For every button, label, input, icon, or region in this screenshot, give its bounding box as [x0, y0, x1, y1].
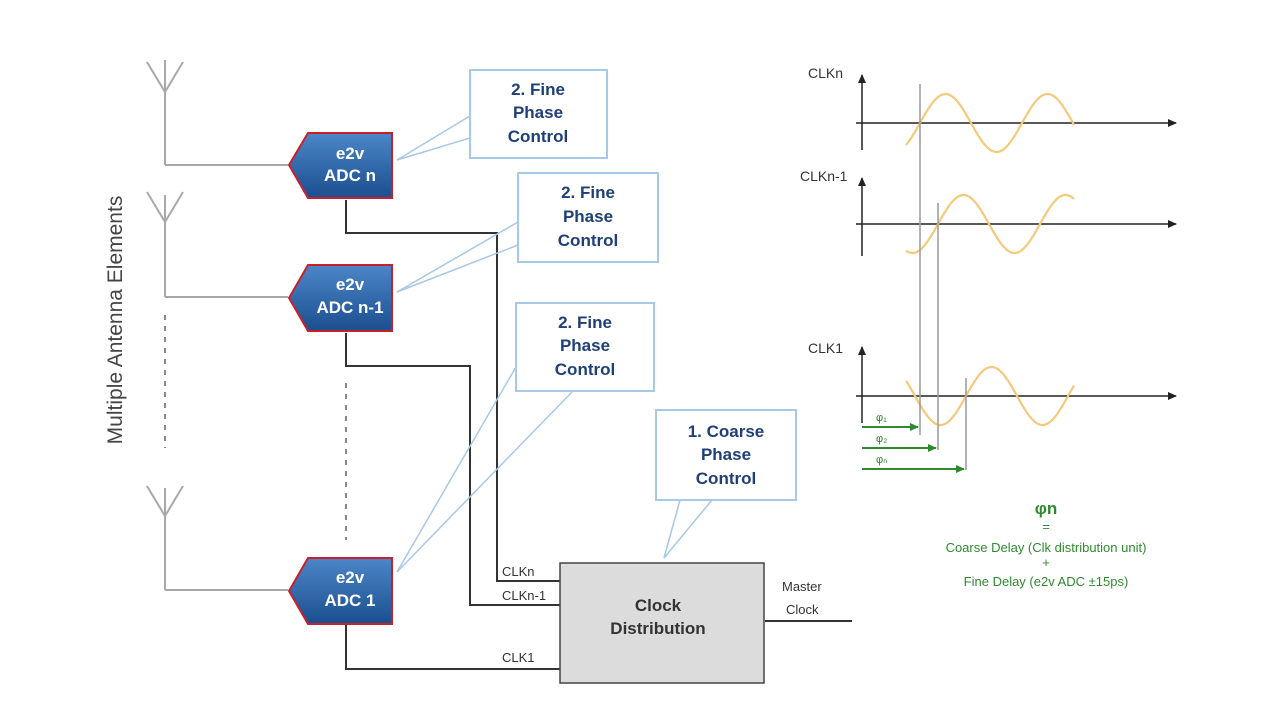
phase-formula: φn = Coarse Delay (Clk distribution unit…	[946, 499, 1147, 589]
svg-text:Distribution: Distribution	[610, 619, 705, 638]
clock-distribution-box: Clock Distribution	[559, 562, 765, 684]
adc-1: e2v ADC 1	[287, 557, 393, 625]
master-clock-label: Master	[782, 579, 822, 594]
svg-text:Control: Control	[555, 360, 615, 379]
sine-waves	[905, 92, 1075, 427]
svg-text:Fine Delay (e2v ADC ±15ps): Fine Delay (e2v ADC ±15ps)	[964, 574, 1129, 589]
phase-delay-arrows	[862, 423, 965, 473]
side-label: Multiple Antenna Elements	[104, 196, 127, 445]
svg-text:Control: Control	[508, 127, 568, 146]
fine-phase-callout: 2. Fine Phase Control	[469, 69, 608, 159]
clk-line-label: CLK1	[502, 650, 535, 665]
phi-label: φ₂	[876, 433, 887, 445]
svg-text:e2v: e2v	[336, 144, 365, 163]
phi-label: φₙ	[876, 454, 888, 466]
waveform-label-clk1: CLK1	[808, 340, 843, 356]
clk-line-label: CLKn-1	[502, 588, 546, 603]
phase-markers	[919, 84, 967, 470]
adc-n: e2v ADC n	[287, 132, 393, 199]
svg-text:Phase: Phase	[560, 336, 610, 355]
svg-text:Phase: Phase	[513, 103, 563, 122]
waveform-axes	[856, 74, 1177, 423]
svg-text:ADC n: ADC n	[324, 166, 376, 185]
adc-n-1: e2v ADC n-1	[287, 264, 393, 332]
antenna-icon	[146, 191, 288, 298]
clock-wires	[345, 200, 852, 670]
svg-text:2. Fine: 2. Fine	[511, 80, 565, 99]
svg-text:=: =	[1042, 519, 1050, 534]
svg-text:Phase: Phase	[563, 207, 613, 226]
antenna-icon	[146, 485, 288, 591]
svg-text:+: +	[1042, 555, 1050, 570]
svg-text:Clock: Clock	[635, 596, 682, 615]
phi-label: φ₁	[876, 412, 887, 424]
svg-text:e2v: e2v	[336, 568, 365, 587]
svg-text:1. Coarse: 1. Coarse	[688, 422, 765, 441]
svg-text:Control: Control	[696, 469, 756, 488]
svg-text:2. Fine: 2. Fine	[558, 313, 612, 332]
clk-line-label: CLKn	[502, 564, 535, 579]
svg-text:ADC n-1: ADC n-1	[316, 298, 383, 317]
master-clock-label: Clock	[786, 602, 819, 617]
svg-text:2. Fine: 2. Fine	[561, 183, 615, 202]
coarse-phase-callout: 1. Coarse Phase Control	[655, 409, 797, 501]
waveform-label-clkn: CLKn	[808, 65, 843, 81]
svg-text:Control: Control	[558, 231, 618, 250]
fine-phase-callout: 2. Fine Phase Control	[517, 172, 659, 263]
waveform-label-clkn-1: CLKn-1	[800, 168, 848, 184]
antenna-icon	[146, 60, 288, 166]
svg-text:Coarse Delay (Clk distribution: Coarse Delay (Clk distribution unit)	[946, 540, 1147, 555]
svg-text:φn: φn	[1035, 499, 1058, 518]
svg-text:Phase: Phase	[701, 445, 751, 464]
svg-text:ADC 1: ADC 1	[324, 591, 375, 610]
svg-text:e2v: e2v	[336, 275, 365, 294]
fine-phase-callout: 2. Fine Phase Control	[515, 302, 655, 392]
